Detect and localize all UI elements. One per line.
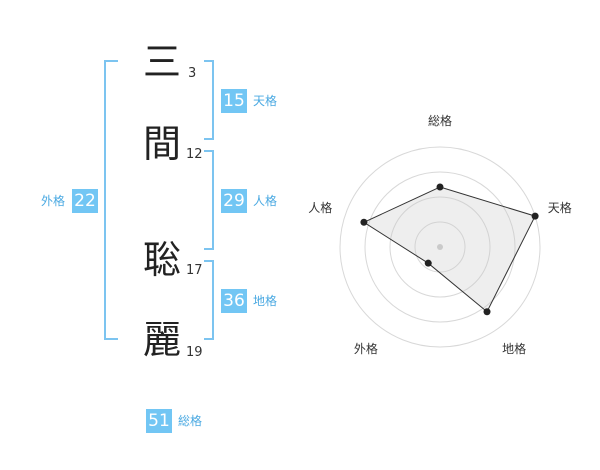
tenkaku-value-badge: 15	[221, 89, 247, 113]
chikaku-label: 地格	[253, 294, 278, 308]
radar-point-4	[424, 259, 432, 267]
name-char-2: 間	[142, 122, 181, 166]
radar-point-3	[483, 308, 491, 316]
name-char-1: 三	[142, 40, 181, 84]
radar-axis-label-1: 総格	[428, 113, 452, 128]
radar-point-5	[360, 218, 368, 226]
tenkaku-label: 天格	[253, 94, 278, 108]
name-char-3: 聡	[142, 238, 181, 282]
radar-center-dot	[437, 244, 443, 250]
radar-series	[360, 183, 539, 316]
jinkaku-label: 人格	[253, 194, 278, 208]
stroke-count-3: 17	[186, 263, 203, 278]
gaikaku-value-badge: 22	[72, 189, 98, 213]
radar-ring-3	[364, 171, 516, 323]
radar-ring-2	[389, 196, 491, 298]
stroke-count-1: 3	[188, 66, 197, 81]
gaikaku-bracket	[104, 60, 118, 340]
radar-axis-label-3: 地格	[502, 341, 526, 356]
chikaku-bracket	[204, 260, 214, 340]
radar-ring-4	[339, 146, 541, 348]
soukaku-label: 総格	[178, 414, 203, 428]
radar-grid	[339, 146, 541, 348]
radar-axis-label-2: 天格	[548, 200, 572, 215]
stroke-count-2: 12	[186, 147, 203, 162]
name-char-4: 麗	[142, 318, 181, 362]
radar-point-2	[531, 212, 539, 220]
radar-axis-label-5: 人格	[308, 200, 332, 215]
jinkaku-value-badge: 29	[221, 189, 247, 213]
radar-polygon	[362, 186, 536, 313]
radar-ring-1	[414, 221, 466, 273]
gaikaku-label: 外格	[41, 194, 66, 208]
jinkaku-bracket	[204, 150, 214, 250]
radar-point-1	[436, 183, 444, 191]
soukaku-value-badge: 51	[146, 409, 172, 433]
stroke-count-4: 19	[186, 345, 203, 360]
radar-axis-label-4: 外格	[354, 341, 378, 356]
tenkaku-bracket	[204, 60, 214, 140]
chikaku-value-badge: 36	[221, 289, 247, 313]
